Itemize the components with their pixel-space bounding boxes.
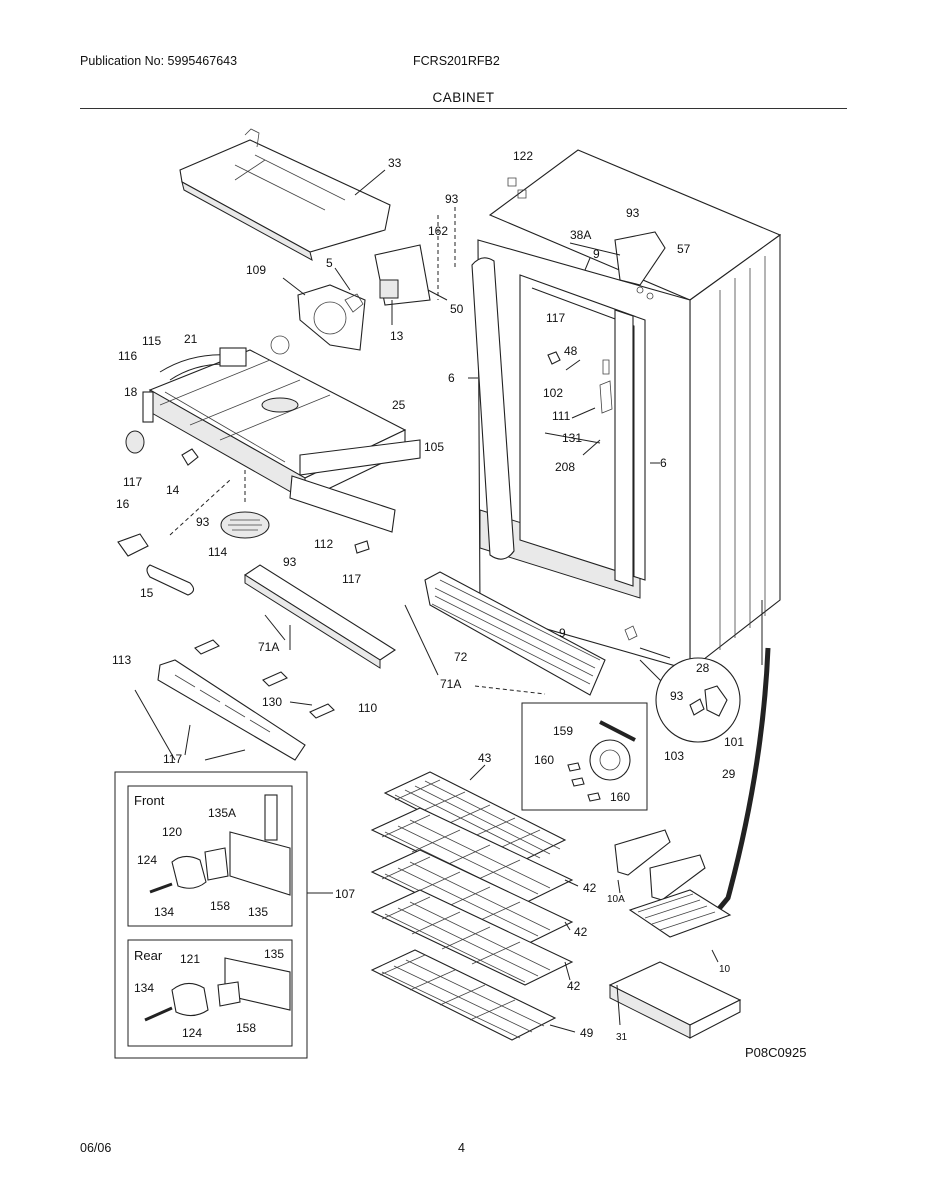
callout-134: 134 [154,905,174,919]
inset-107-boxes [114,771,333,1059]
callout-117: 117 [123,475,142,489]
callout-160: 160 [610,790,630,804]
callout-159: 159 [553,724,573,738]
callout-93: 93 [670,689,684,703]
callout-43: 43 [478,751,492,765]
callout-93: 93 [626,206,640,220]
callout-135a: 135A [208,806,236,820]
hinge-detail-circle [639,647,771,912]
callout-10a: 10A [607,894,625,905]
callout-9: 9 [593,247,600,261]
callout-9: 9 [559,626,566,640]
callout-42: 42 [583,881,597,895]
callout-25: 25 [392,398,406,412]
callout-117: 117 [546,311,565,325]
callout-124: 124 [182,1026,202,1040]
callout-6: 6 [448,371,455,385]
callout-29: 29 [722,767,736,781]
callout-6: 6 [660,456,667,470]
callout-105: 105 [424,440,444,454]
callout-115: 115 [142,334,161,348]
callout-15: 15 [140,586,154,600]
callout-124: 124 [137,853,157,867]
publication-number: Publication No: 5995467643 [80,54,238,68]
callout-93: 93 [196,515,210,529]
inset-box-159 [521,702,648,811]
callout-101: 101 [724,735,744,749]
callout-57: 57 [677,242,691,256]
top-panel-part-33 [179,128,391,261]
page-number: 4 [458,1141,465,1155]
wire-shelves [370,764,579,1041]
callout-134: 134 [134,981,154,995]
callout-14: 14 [166,483,180,497]
callout-93: 93 [445,192,459,206]
callout-labels: 33 122 93 162 5 109 93 38A 9 57 50 13 11… [112,149,744,1043]
callout-48: 48 [564,344,578,358]
callout-135: 135 [264,947,284,961]
callout-21: 21 [184,332,198,346]
callout-130: 130 [262,695,282,709]
callout-131: 131 [562,431,582,445]
callout-28: 28 [696,661,710,675]
callout-103: 103 [664,749,684,763]
callout-162: 162 [428,224,448,238]
callout-93: 93 [283,555,297,569]
callout-208: 208 [555,460,575,474]
cabinet-body [468,149,782,672]
callout-111: 111 [552,409,571,423]
callout-135: 135 [248,905,268,919]
callout-38a: 38A [570,228,591,242]
callout-158: 158 [210,899,230,913]
callout-117: 117 [163,752,182,766]
callout-42: 42 [567,979,581,993]
misc-left-parts [117,391,370,596]
inset-rear: Rear 121 135 134 124 158 [134,947,284,1040]
callout-102: 102 [543,386,563,400]
callout-113: 113 [112,653,131,667]
callout-116: 116 [118,349,137,363]
callout-49: 49 [580,1026,594,1040]
fan-assembly-parts [282,207,456,351]
bottom-right-parts [608,829,742,1039]
callout-122: 122 [513,149,533,163]
callout-50: 50 [450,302,464,316]
callout-112: 112 [314,537,333,551]
callout-5: 5 [326,256,333,270]
callout-117: 117 [342,572,361,586]
kickplate-parts [134,564,606,761]
inset-front: Front 135A 120 124 134 158 135 [134,793,268,919]
callout-10: 10 [719,964,731,975]
callout-16: 16 [116,497,130,511]
inset-front-heading: Front [134,793,165,808]
callout-110: 110 [358,701,377,715]
model-number: FCRS201RFB2 [413,54,500,68]
callout-107: 107 [335,887,355,901]
callout-114: 114 [208,545,227,559]
callout-18: 18 [124,385,138,399]
inset-rear-heading: Rear [134,948,163,963]
publication-date: 06/06 [80,1141,112,1155]
callout-13: 13 [390,329,404,343]
callout-71a: 71A [440,677,461,691]
section-title: CABINET [432,90,495,105]
callout-42: 42 [574,925,588,939]
callout-120: 120 [162,825,182,839]
callout-160: 160 [534,753,554,767]
figure-code: P08C0925 [745,1045,807,1060]
callout-31: 31 [616,1032,628,1043]
callout-72: 72 [454,650,468,664]
callout-71a: 71A [258,640,279,654]
callout-109: 109 [246,263,266,277]
callout-121: 121 [180,952,200,966]
header-rule [80,108,847,109]
callout-33: 33 [388,156,402,170]
callout-158: 158 [236,1021,256,1035]
evaporator-cover-part-25 [148,335,421,533]
